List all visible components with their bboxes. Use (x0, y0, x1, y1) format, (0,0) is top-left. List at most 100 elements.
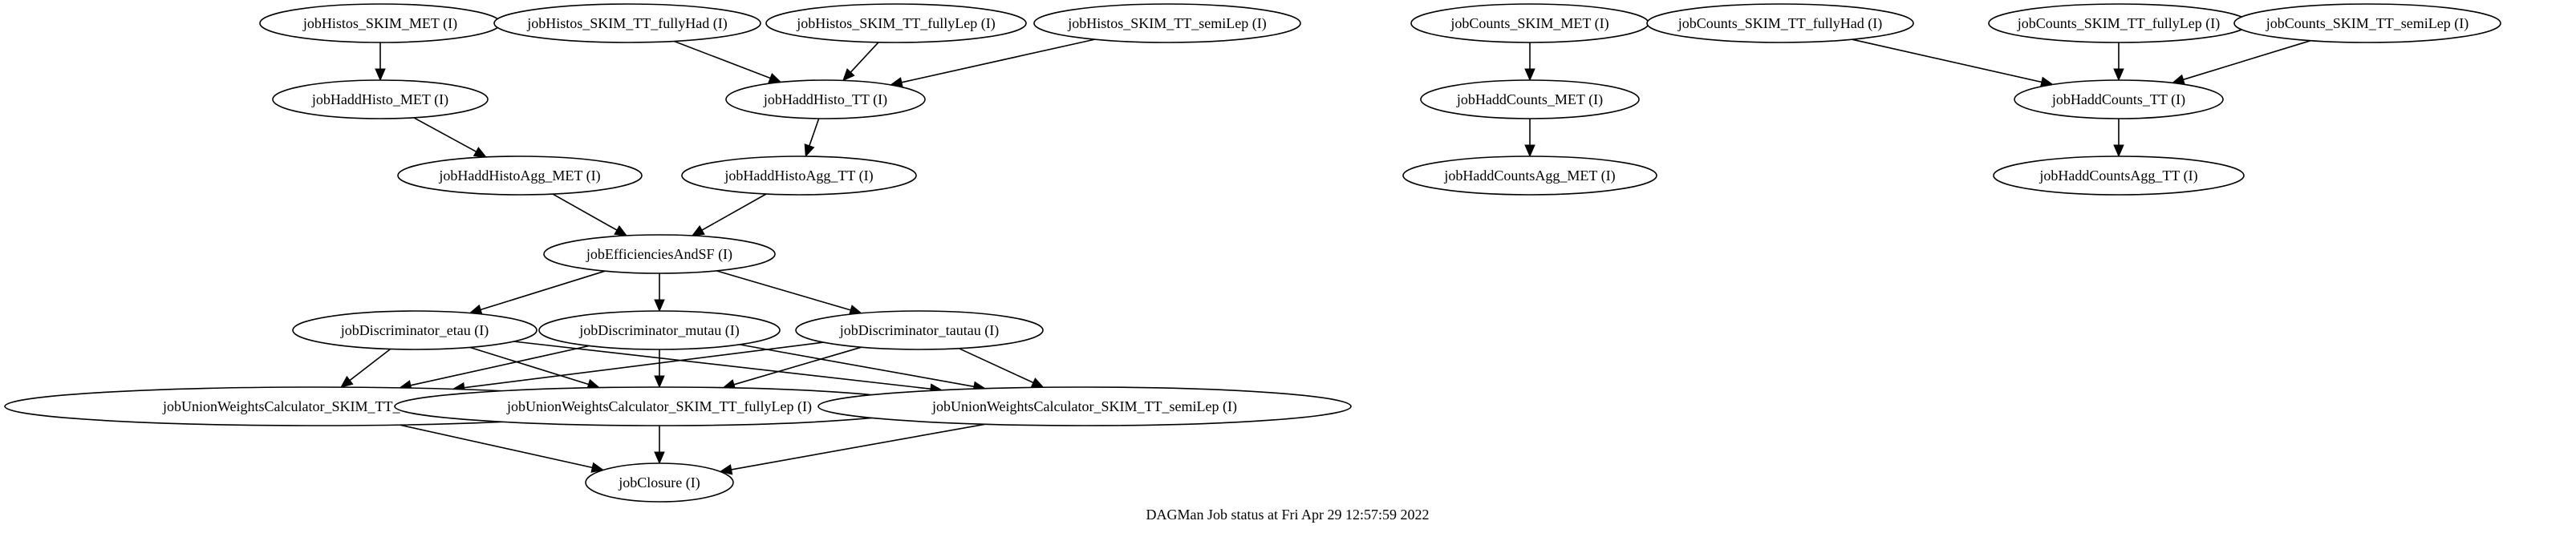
job-node-label: jobUnionWeightsCalculator_SKIM_TT_semiLe… (931, 398, 1237, 415)
edge-histos-tt-semilep-to-haddhisto-tt (901, 38, 1095, 83)
arrowhead-haddhistoagg-met-to-efficiencies (614, 224, 628, 236)
job-node-ellipse (292, 310, 538, 350)
job-node-ellipse (2014, 79, 2224, 119)
job-node-haddcountsagg-tt: jobHaddCountsAgg_TT (I) (1993, 155, 2245, 196)
edge-disc-mutau-to-union-semilep (739, 344, 975, 388)
job-node-efficiencies: jobEfficienciesAndSF (I) (543, 234, 776, 274)
arrowhead-disc-mutau-to-union-fullylep (654, 375, 665, 389)
job-node-label: jobHaddHistoAgg_TT (I) (724, 168, 873, 184)
job-node-ellipse (493, 3, 761, 43)
job-node-ellipse (397, 155, 643, 196)
arrowhead-histos-met-to-haddhisto-met (375, 68, 386, 82)
edge-disc-etau-to-union-fullyhad (349, 348, 391, 382)
edge-union-fullyhad-to-closure (400, 424, 593, 469)
job-node-label: jobHistos_SKIM_TT_fullyHad (I) (526, 15, 727, 32)
job-node-union-semilep: jobUnionWeightsCalculator_SKIM_TT_semiLe… (817, 386, 1352, 426)
edge-disc-tautau-to-union-semilep (958, 347, 1034, 384)
arrowhead-haddhisto-met-to-haddhistoagg-met (473, 147, 487, 158)
arrowhead-efficiencies-to-disc-mutau (654, 299, 665, 313)
job-node-ellipse (795, 310, 1044, 350)
edge-haddhistoagg-tt-to-efficiencies (701, 193, 767, 231)
job-node-haddcounts-met: jobHaddCounts_MET (I) (1420, 79, 1640, 119)
job-node-haddhisto-met: jobHaddHisto_MET (I) (272, 79, 489, 119)
job-node-ellipse (1033, 3, 1301, 43)
job-node-label: jobHaddHisto_MET (I) (311, 91, 448, 108)
job-node-union-fullylep: jobUnionWeightsCalculator_SKIM_TT_fullyL… (394, 386, 925, 426)
edge-disc-tautau-to-union-fullylep (733, 346, 862, 386)
job-node-counts-tt-semilep: jobCounts_SKIM_TT_semiLep (I) (2233, 3, 2501, 43)
job-node-histos-met: jobHistos_SKIM_MET (I) (259, 3, 501, 43)
edge-histos-tt-fullyhad-to-haddhisto-tt (674, 40, 771, 79)
job-node-ellipse (1420, 79, 1640, 119)
job-node-label: jobHaddCountsAgg_TT (I) (2038, 168, 2197, 184)
job-node-label: jobDiscriminator_tautau (I) (839, 322, 999, 339)
edge-union-semilep-to-closure (731, 423, 985, 470)
job-node-histos-tt-fullylep: jobHistos_SKIM_TT_fullyLep (I) (765, 3, 1027, 43)
job-node-haddcountsagg-met: jobHaddCountsAgg_MET (I) (1402, 155, 1657, 196)
job-node-ellipse (1402, 155, 1657, 196)
edge-disc-mutau-to-union-fullyhad (410, 345, 590, 386)
edge-efficiencies-to-disc-tautau (716, 270, 851, 311)
job-node-histos-tt-semilep: jobHistos_SKIM_TT_semiLep (I) (1033, 3, 1301, 43)
job-node-counts-met: jobCounts_SKIM_MET (I) (1410, 3, 1649, 43)
job-node-ellipse (1993, 155, 2245, 196)
arrowhead-counts-tt-fullylep-to-haddcounts-tt (2113, 68, 2124, 82)
job-node-label: jobCounts_SKIM_TT_semiLep (I) (2266, 15, 2468, 32)
arrowhead-haddcounts-met-to-haddcountsagg-met (1524, 144, 1535, 158)
job-node-label: jobCounts_SKIM_MET (I) (1450, 15, 1608, 32)
arrowhead-union-fullyhad-to-closure (590, 462, 605, 473)
job-node-label: jobHistos_SKIM_MET (I) (302, 15, 457, 32)
arrowhead-histos-tt-fullyhad-to-haddhisto-tt (768, 73, 782, 83)
job-node-haddhisto-tt: jobHaddHisto_TT (I) (725, 79, 926, 119)
job-node-haddhistoagg-met: jobHaddHistoAgg_MET (I) (397, 155, 643, 196)
job-node-label: jobHaddCounts_MET (I) (1456, 91, 1603, 108)
job-node-ellipse (765, 3, 1027, 43)
arrowhead-histos-tt-fullylep-to-haddhisto-tt (842, 68, 855, 82)
job-node-ellipse (2233, 3, 2501, 43)
job-node-label: jobHaddHisto_TT (I) (763, 91, 887, 108)
job-node-disc-mutau: jobDiscriminator_mutau (I) (538, 310, 781, 350)
job-node-label: jobUnionWeightsCalculator_SKIM_TT_fullyH… (162, 398, 469, 415)
edge-disc-etau-to-union-fullylep (469, 346, 589, 386)
job-node-counts-tt-fullyhad: jobCounts_SKIM_TT_fullyHad (I) (1646, 3, 1914, 43)
job-node-label: jobClosure (I) (618, 474, 700, 491)
job-node-label: jobDiscriminator_mutau (I) (578, 322, 739, 339)
arrowhead-haddhistoagg-tt-to-efficiencies (691, 224, 705, 236)
arrowhead-union-semilep-to-closure (719, 464, 733, 475)
arrowhead-haddcounts-tt-to-haddcountsagg-tt (2113, 144, 2124, 158)
job-node-disc-etau: jobDiscriminator_etau (I) (292, 310, 538, 350)
job-node-label: jobHaddCounts_TT (I) (2051, 91, 2185, 108)
job-node-label: jobHistos_SKIM_TT_fullyLep (I) (796, 15, 995, 32)
edge-counts-tt-semilep-to-haddcounts-tt (2183, 39, 2311, 81)
job-node-label: jobUnionWeightsCalculator_SKIM_TT_fullyL… (506, 398, 812, 415)
job-node-histos-tt-fullyhad: jobHistos_SKIM_TT_fullyHad (I) (493, 3, 761, 43)
job-node-ellipse (1646, 3, 1914, 43)
job-node-label: jobHaddCountsAgg_MET (I) (1443, 168, 1615, 184)
job-node-closure: jobClosure (I) (585, 462, 734, 503)
arrowhead-union-fullylep-to-closure (654, 451, 665, 465)
edge-counts-tt-fullyhad-to-haddcounts-tt (1852, 38, 2043, 83)
job-node-label: jobCounts_SKIM_TT_fullyHad (I) (1677, 15, 1882, 32)
edge-disc-etau-to-union-semilep (513, 341, 931, 390)
job-node-haddhistoagg-tt: jobHaddHistoAgg_TT (I) (681, 155, 917, 196)
arrowhead-disc-etau-to-union-fullyhad (339, 375, 354, 388)
job-node-haddcounts-tt: jobHaddCounts_TT (I) (2014, 79, 2224, 119)
arrowhead-haddhisto-tt-to-haddhistoagg-tt (804, 143, 815, 158)
job-node-disc-tautau: jobDiscriminator_tautau (I) (795, 310, 1044, 350)
job-node-ellipse (272, 79, 489, 119)
edge-disc-tautau-to-union-fullyhad (464, 341, 824, 389)
edge-efficiencies-to-disc-etau (480, 270, 606, 311)
edge-haddhisto-tt-to-haddhistoagg-tt (809, 118, 820, 147)
job-node-ellipse (681, 155, 917, 196)
edge-histos-tt-fullylep-to-haddhisto-tt (850, 42, 879, 73)
job-node-ellipse (817, 386, 1352, 426)
job-node-label: jobHaddHistoAgg_MET (I) (438, 168, 600, 184)
arrowhead-disc-tautau-to-union-semilep (1030, 378, 1045, 388)
job-node-ellipse (538, 310, 781, 350)
edge-haddhistoagg-met-to-efficiencies (552, 193, 618, 231)
job-node-label: jobHistos_SKIM_TT_semiLep (I) (1067, 15, 1266, 32)
job-node-label: jobEfficienciesAndSF (I) (586, 246, 732, 263)
job-node-ellipse (725, 79, 926, 119)
nodes-layer: jobHistos_SKIM_MET (I) jobHistos_SKIM_TT_… (4, 3, 2501, 503)
